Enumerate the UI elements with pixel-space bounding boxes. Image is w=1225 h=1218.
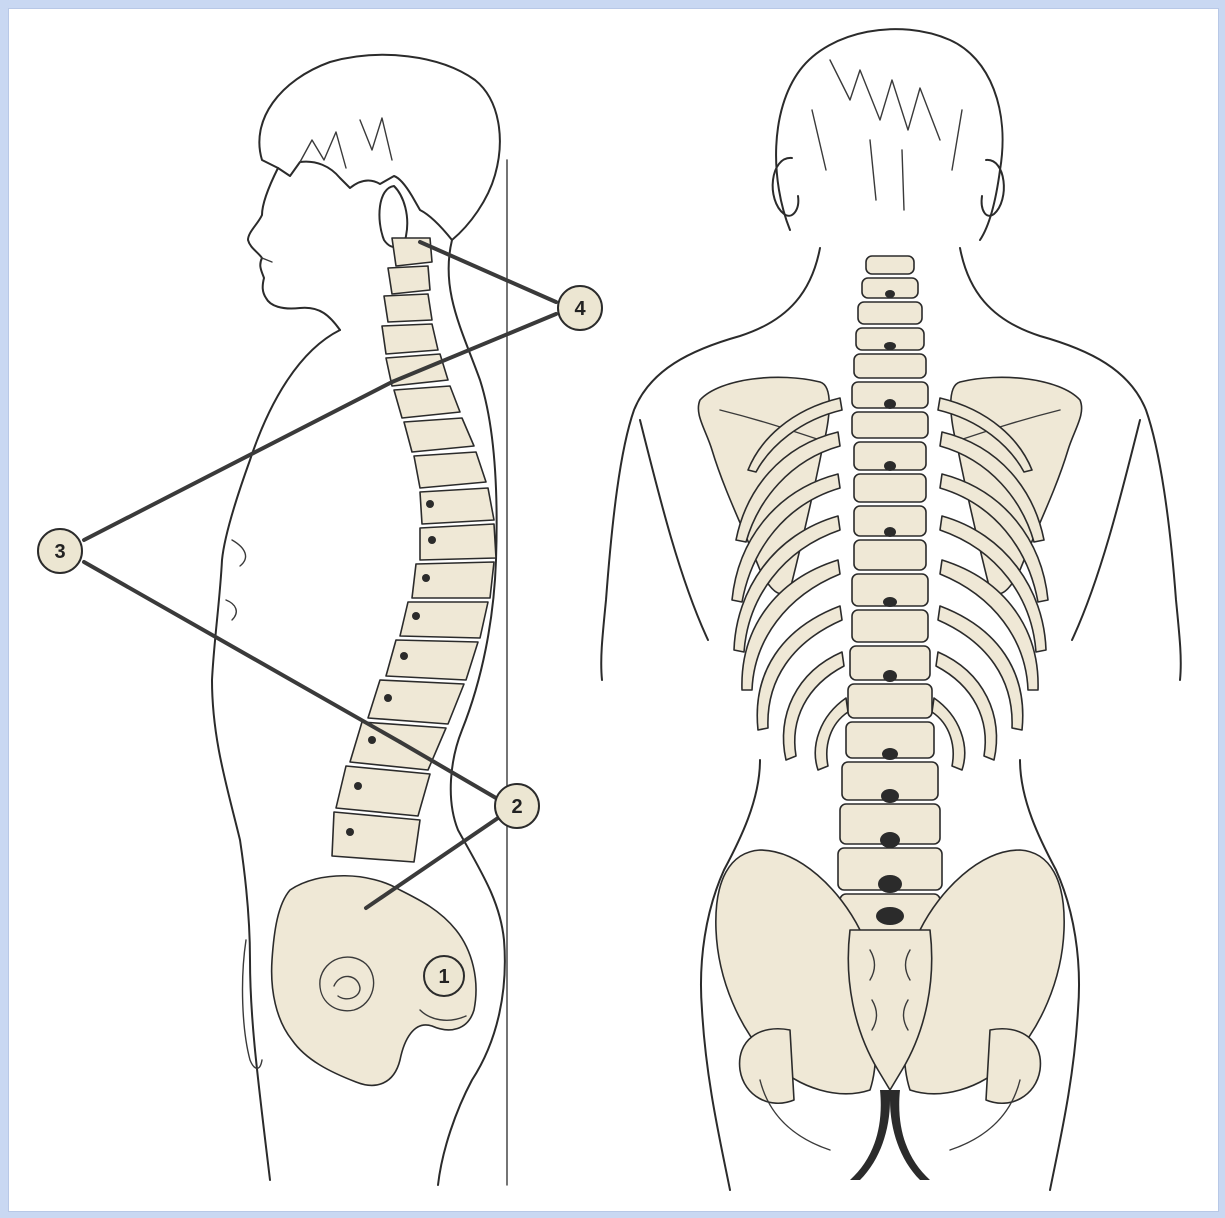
left-femur-head <box>740 1029 794 1103</box>
callout-4-number: 4 <box>574 298 586 320</box>
callout-1: 1 <box>424 956 464 996</box>
lateral-spine <box>332 238 496 862</box>
posterior-spine <box>838 256 942 934</box>
right-femur-head <box>986 1029 1040 1103</box>
posterior-head <box>776 29 1002 240</box>
callout-4: 4 <box>558 286 602 330</box>
posterior-view <box>601 29 1181 1190</box>
posterior-ear-left <box>773 158 799 216</box>
callout-2: 2 <box>495 784 539 828</box>
lateral-view <box>212 55 507 1185</box>
callout-2-number: 2 <box>511 796 522 818</box>
callout-3-number: 3 <box>54 541 65 563</box>
callout-1-number: 1 <box>438 966 449 988</box>
lateral-face <box>248 168 340 330</box>
callout-3: 3 <box>38 529 82 573</box>
